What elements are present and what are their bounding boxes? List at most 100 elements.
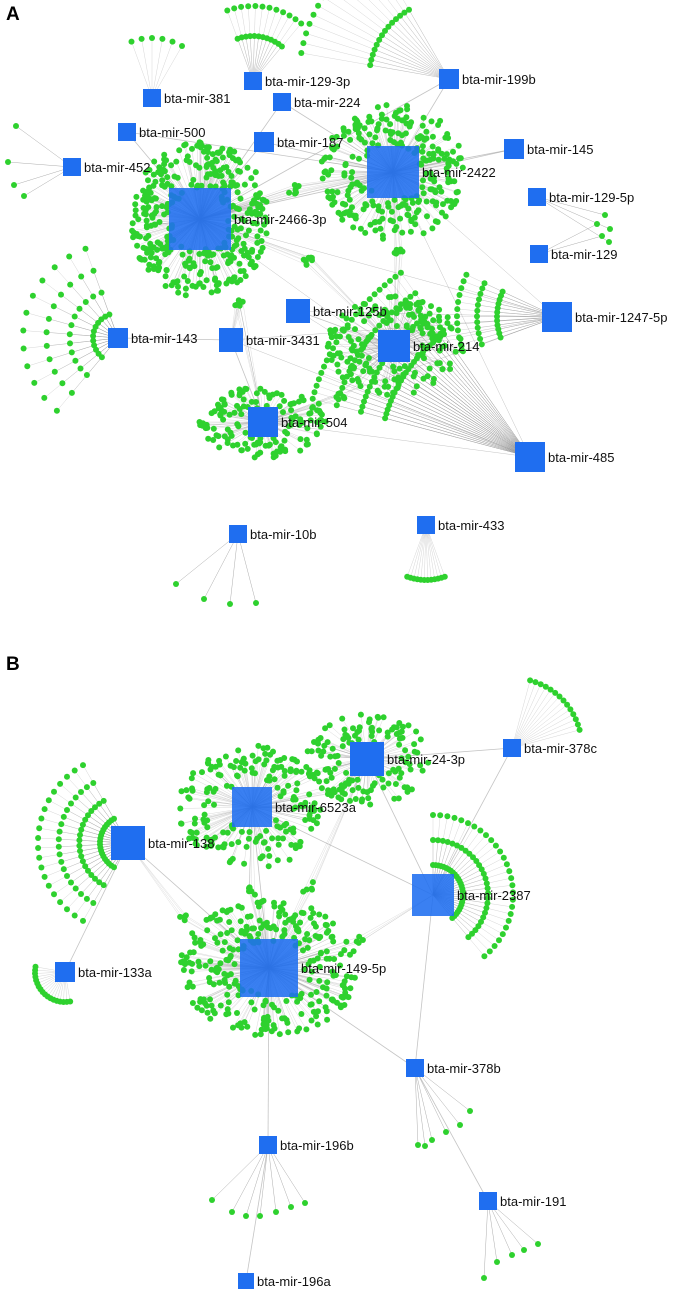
target-node	[355, 336, 362, 343]
target-node	[314, 813, 321, 820]
target-node	[258, 898, 265, 905]
target-node	[344, 322, 351, 329]
target-node	[260, 839, 267, 846]
target-node	[418, 317, 425, 323]
target-node	[164, 174, 171, 181]
target-node	[23, 309, 30, 316]
target-node	[426, 150, 433, 157]
target-node	[335, 794, 342, 801]
target-node	[436, 313, 442, 320]
hub-square	[55, 962, 75, 982]
target-node	[192, 836, 199, 843]
target-node	[288, 1204, 294, 1210]
hub-label: bta-mir-125b	[313, 304, 387, 319]
target-node	[317, 423, 324, 430]
target-node	[128, 38, 135, 45]
edge	[368, 0, 450, 80]
target-node	[252, 758, 259, 765]
target-node	[430, 837, 436, 843]
target-node	[211, 801, 217, 808]
target-node	[329, 968, 336, 975]
target-node	[324, 979, 331, 986]
target-node	[333, 133, 340, 140]
edge	[211, 1144, 269, 1201]
target-node	[224, 7, 231, 14]
target-node	[230, 764, 237, 771]
target-node	[335, 760, 342, 766]
target-node	[337, 333, 343, 340]
target-node	[222, 753, 229, 760]
target-node	[68, 349, 75, 356]
edge	[239, 305, 264, 423]
target-node	[259, 3, 266, 10]
target-node	[532, 679, 539, 686]
target-node	[280, 409, 286, 416]
target-node	[53, 407, 60, 414]
target-node	[90, 780, 97, 786]
target-node	[46, 356, 53, 363]
edge	[318, 379, 531, 458]
target-node	[317, 806, 324, 813]
hub-node-bta-mir-214: bta-mir-214	[378, 330, 479, 362]
target-node	[64, 807, 70, 813]
target-node	[355, 736, 362, 743]
target-node	[130, 234, 137, 241]
target-node	[380, 784, 387, 791]
target-node	[343, 209, 350, 216]
hub-node-bta-mir-199b: bta-mir-199b	[439, 69, 536, 89]
target-node	[193, 842, 200, 849]
target-node	[240, 396, 247, 403]
target-node	[187, 949, 194, 956]
target-node	[328, 334, 335, 341]
target-node	[481, 953, 488, 960]
target-node	[233, 758, 240, 764]
target-node	[556, 693, 563, 700]
target-node	[219, 154, 226, 161]
target-node	[246, 206, 253, 213]
target-node	[264, 777, 270, 784]
target-node	[397, 107, 404, 114]
target-node	[356, 724, 363, 731]
edge	[306, 33, 450, 80]
target-node	[439, 366, 446, 373]
target-node	[394, 141, 401, 148]
target-node	[31, 379, 38, 386]
target-node	[248, 888, 255, 895]
edge	[460, 316, 558, 345]
target-node	[407, 228, 414, 235]
target-node	[292, 804, 299, 811]
target-node	[265, 845, 272, 852]
target-node	[334, 361, 341, 368]
target-node	[204, 154, 211, 161]
target-node	[483, 880, 490, 887]
target-node	[349, 153, 356, 160]
target-node	[424, 320, 431, 327]
hub-node-bta-mir-2422: bta-mir-2422	[367, 146, 496, 198]
target-node	[441, 331, 447, 338]
target-node	[345, 187, 352, 194]
target-node	[552, 689, 559, 696]
target-node	[455, 142, 462, 149]
target-node	[391, 368, 398, 375]
target-node	[448, 325, 455, 332]
target-node	[262, 1021, 269, 1027]
target-node	[57, 899, 64, 906]
target-node	[413, 383, 420, 390]
target-node	[292, 186, 299, 193]
target-node	[393, 305, 400, 312]
target-node	[390, 363, 397, 370]
target-node	[510, 889, 516, 896]
target-node	[459, 164, 466, 171]
target-node	[248, 175, 255, 182]
target-node	[385, 23, 392, 30]
target-node	[217, 167, 224, 174]
target-node	[383, 102, 390, 109]
target-node	[338, 993, 345, 1000]
target-node	[419, 184, 426, 191]
edge	[327, 0, 450, 80]
hub-node-bta-mir-191: bta-mir-191	[479, 1192, 566, 1210]
target-node	[322, 913, 329, 920]
target-node	[338, 354, 345, 361]
target-node	[207, 259, 214, 266]
target-node	[90, 267, 97, 274]
